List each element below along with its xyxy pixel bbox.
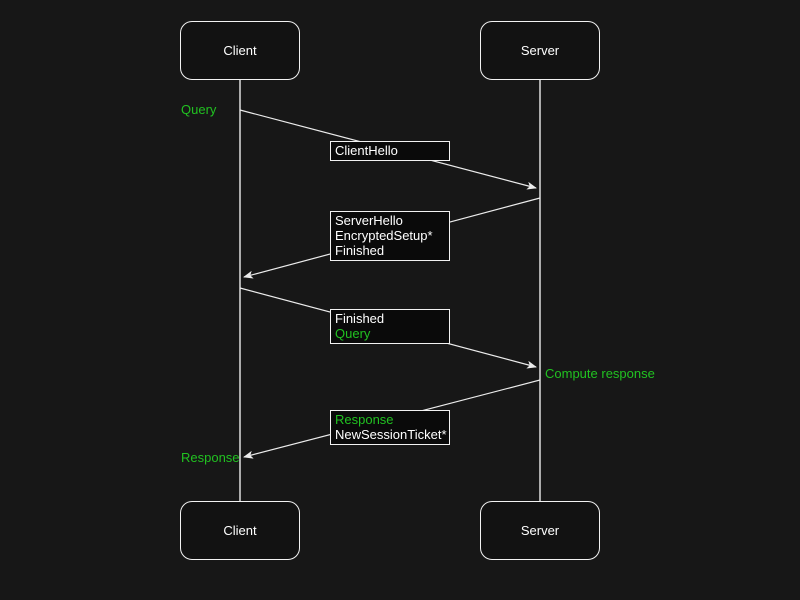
annotation-response: Response [181, 450, 240, 465]
actor-box-server-top: Server [480, 21, 600, 80]
actor-box-client-bottom: Client [180, 501, 300, 560]
annotation-compute-response: Compute response [545, 366, 655, 381]
message-line: ClientHello [335, 143, 398, 158]
message-label-box-response-ticket: Response NewSessionTicket* [330, 410, 450, 445]
message-line: ServerHello [335, 213, 403, 228]
actor-label: Client [223, 43, 257, 58]
message-label-box-serverhello: ServerHello EncryptedSetup* Finished [330, 211, 450, 261]
message-label-box-clienthello: ClientHello [330, 141, 450, 161]
annotation-query: Query [181, 102, 217, 117]
message-line: NewSessionTicket* [335, 427, 447, 442]
message-line: Response [335, 412, 394, 427]
actor-box-client-top: Client [180, 21, 300, 80]
actor-label: Server [520, 523, 560, 538]
actor-label: Client [223, 523, 257, 538]
message-line: Finished [335, 243, 385, 258]
actor-label: Server [520, 43, 560, 58]
message-line: EncryptedSetup* [335, 228, 433, 243]
actor-box-server-bottom: Server [480, 501, 600, 560]
message-line: Query [335, 326, 371, 341]
message-label-box-finished-query: Finished Query [330, 309, 450, 344]
message-line: Finished [335, 311, 385, 326]
